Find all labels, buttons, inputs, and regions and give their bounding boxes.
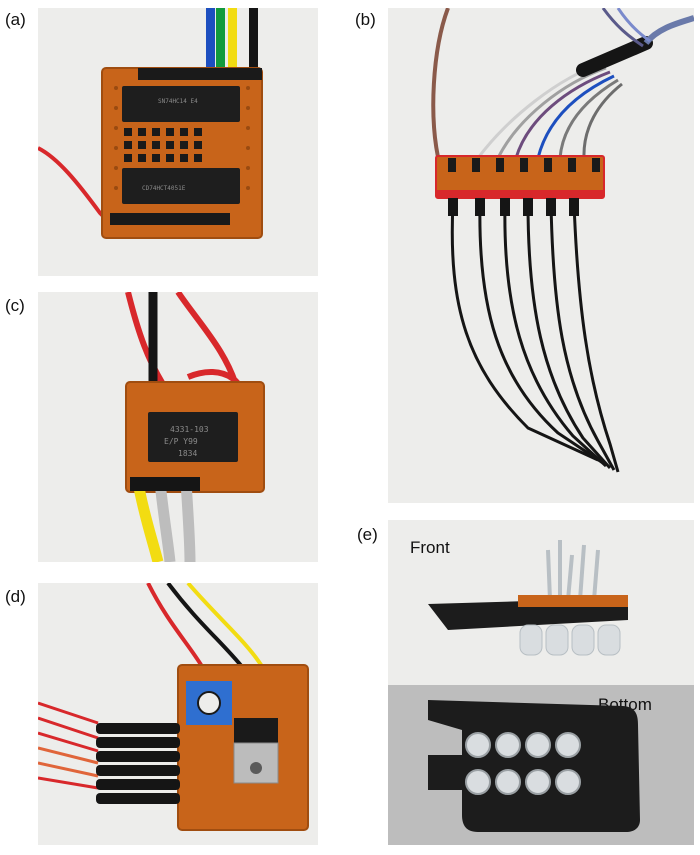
chip-label-c: 4331-103 <box>170 425 209 434</box>
chip-label-a-top: SN74HC14 E4 <box>158 98 198 105</box>
photo-b-cable-board <box>388 8 694 503</box>
chip-label-a-bottom: CD74HCT4051E <box>142 185 186 192</box>
chip-label-c2: E/P Y99 <box>164 437 198 446</box>
photo-a-mux-board: SN74HC14 E4 CD74HCT4051E <box>38 8 318 276</box>
panel-label-a: (a) <box>5 10 26 29</box>
panel-label-e: (e) <box>357 525 378 544</box>
panel-label-d: (d) <box>5 587 26 606</box>
photo-d-regulator-board <box>38 583 318 845</box>
panel-label-c: (c) <box>5 296 25 315</box>
chip-label-c3: 1834 <box>178 449 197 458</box>
photo-c-opamp-board: 4331-103 E/P Y99 1834 <box>38 292 318 562</box>
photo-e-led-holder: Front Bottom <box>388 520 694 845</box>
panel-label-b: (b) <box>355 10 376 29</box>
caption-front: Front <box>410 538 450 557</box>
